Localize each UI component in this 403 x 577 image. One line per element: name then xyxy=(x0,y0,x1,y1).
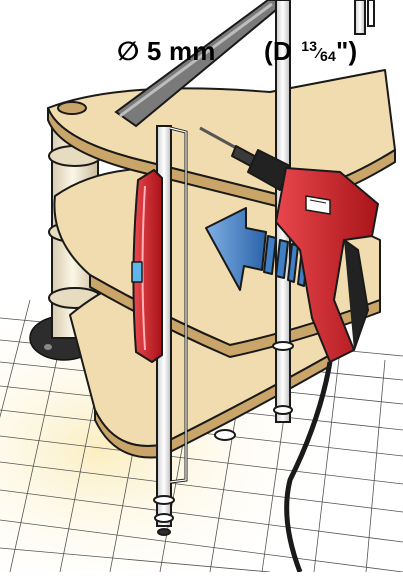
drill-diameter-label: ∅ 5 mm xyxy=(117,36,216,67)
inch-suffix: ") xyxy=(336,36,357,66)
drill-size-inch-label: (D 13⁄64") xyxy=(264,36,357,67)
inch-prefix: (D xyxy=(264,36,292,66)
diameter-symbol: ∅ xyxy=(117,36,139,66)
drill-size-mm: 5 mm xyxy=(147,36,216,66)
inch-numerator: 13 xyxy=(301,38,317,54)
red-clamp-bracket xyxy=(132,170,162,362)
inch-denominator: 64 xyxy=(320,48,336,64)
